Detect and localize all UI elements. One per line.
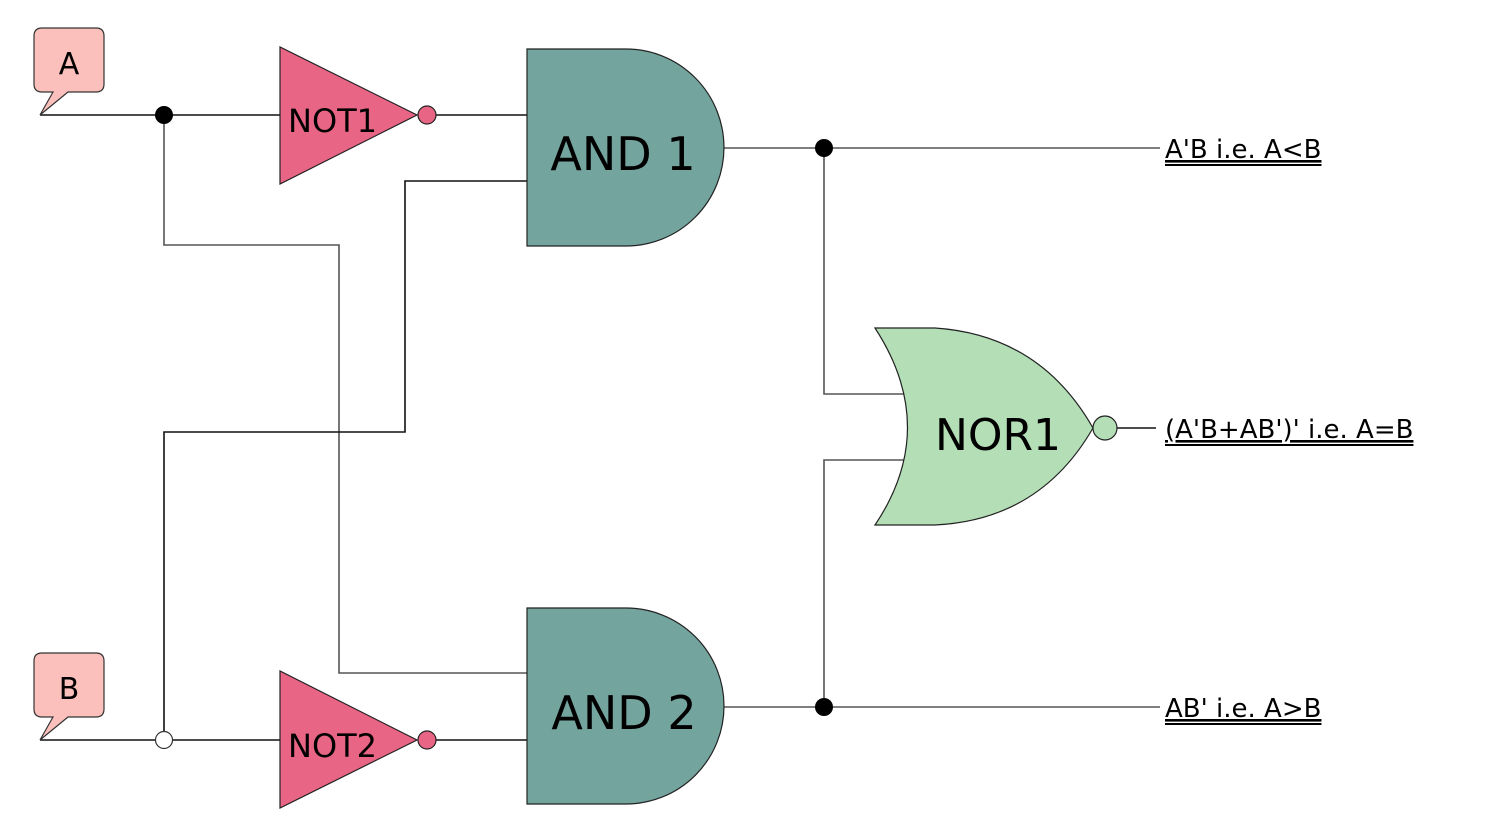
and2-label: AND 2 <box>551 686 696 740</box>
input-a-label: A <box>59 47 80 82</box>
nor1-body <box>873 327 1094 526</box>
output-underlines <box>1165 164 1414 725</box>
and2-gate[interactable]: AND 2 <box>526 607 725 805</box>
junction-and1-out <box>815 139 833 157</box>
junction-b <box>154 730 174 750</box>
input-b-label: B <box>59 672 80 707</box>
not1-body <box>279 46 419 185</box>
junction-and2-out <box>815 698 833 716</box>
and1-label: AND 1 <box>550 127 695 181</box>
nor1-label: NOR1 <box>935 410 1061 461</box>
not2-bubble <box>417 730 437 750</box>
and2-body <box>526 607 725 805</box>
output-less-label: A'B i.e. A<B <box>1165 135 1321 165</box>
input-a-callout[interactable]: A <box>33 27 105 116</box>
junction-a <box>155 106 173 124</box>
not2-body <box>279 670 419 809</box>
callout-shape-a <box>33 27 105 116</box>
wire-and2-to-nor <box>823 459 918 707</box>
wire-a-to-and2 <box>163 115 527 674</box>
output-equal-label: (A'B+AB')' i.e. A=B <box>1165 415 1413 445</box>
wire-and1-to-nor <box>823 148 918 395</box>
not1-label: NOT1 <box>288 102 377 140</box>
and1-gate[interactable]: AND 1 <box>526 48 725 247</box>
callout-shape-b <box>33 652 105 741</box>
and1-body <box>526 48 725 247</box>
not1-bubble <box>417 105 437 125</box>
not1-gate[interactable]: NOT1 <box>279 46 437 185</box>
not2-label: NOT2 <box>288 727 377 765</box>
wires <box>40 114 1160 741</box>
not2-gate[interactable]: NOT2 <box>279 670 437 809</box>
nor1-gate[interactable]: NOR1 <box>873 327 1118 526</box>
wire-b-to-and1 <box>163 180 527 740</box>
input-b-callout[interactable]: B <box>33 652 105 741</box>
nor1-bubble <box>1092 415 1118 441</box>
output-greater-label: AB' i.e. A>B <box>1165 694 1321 724</box>
